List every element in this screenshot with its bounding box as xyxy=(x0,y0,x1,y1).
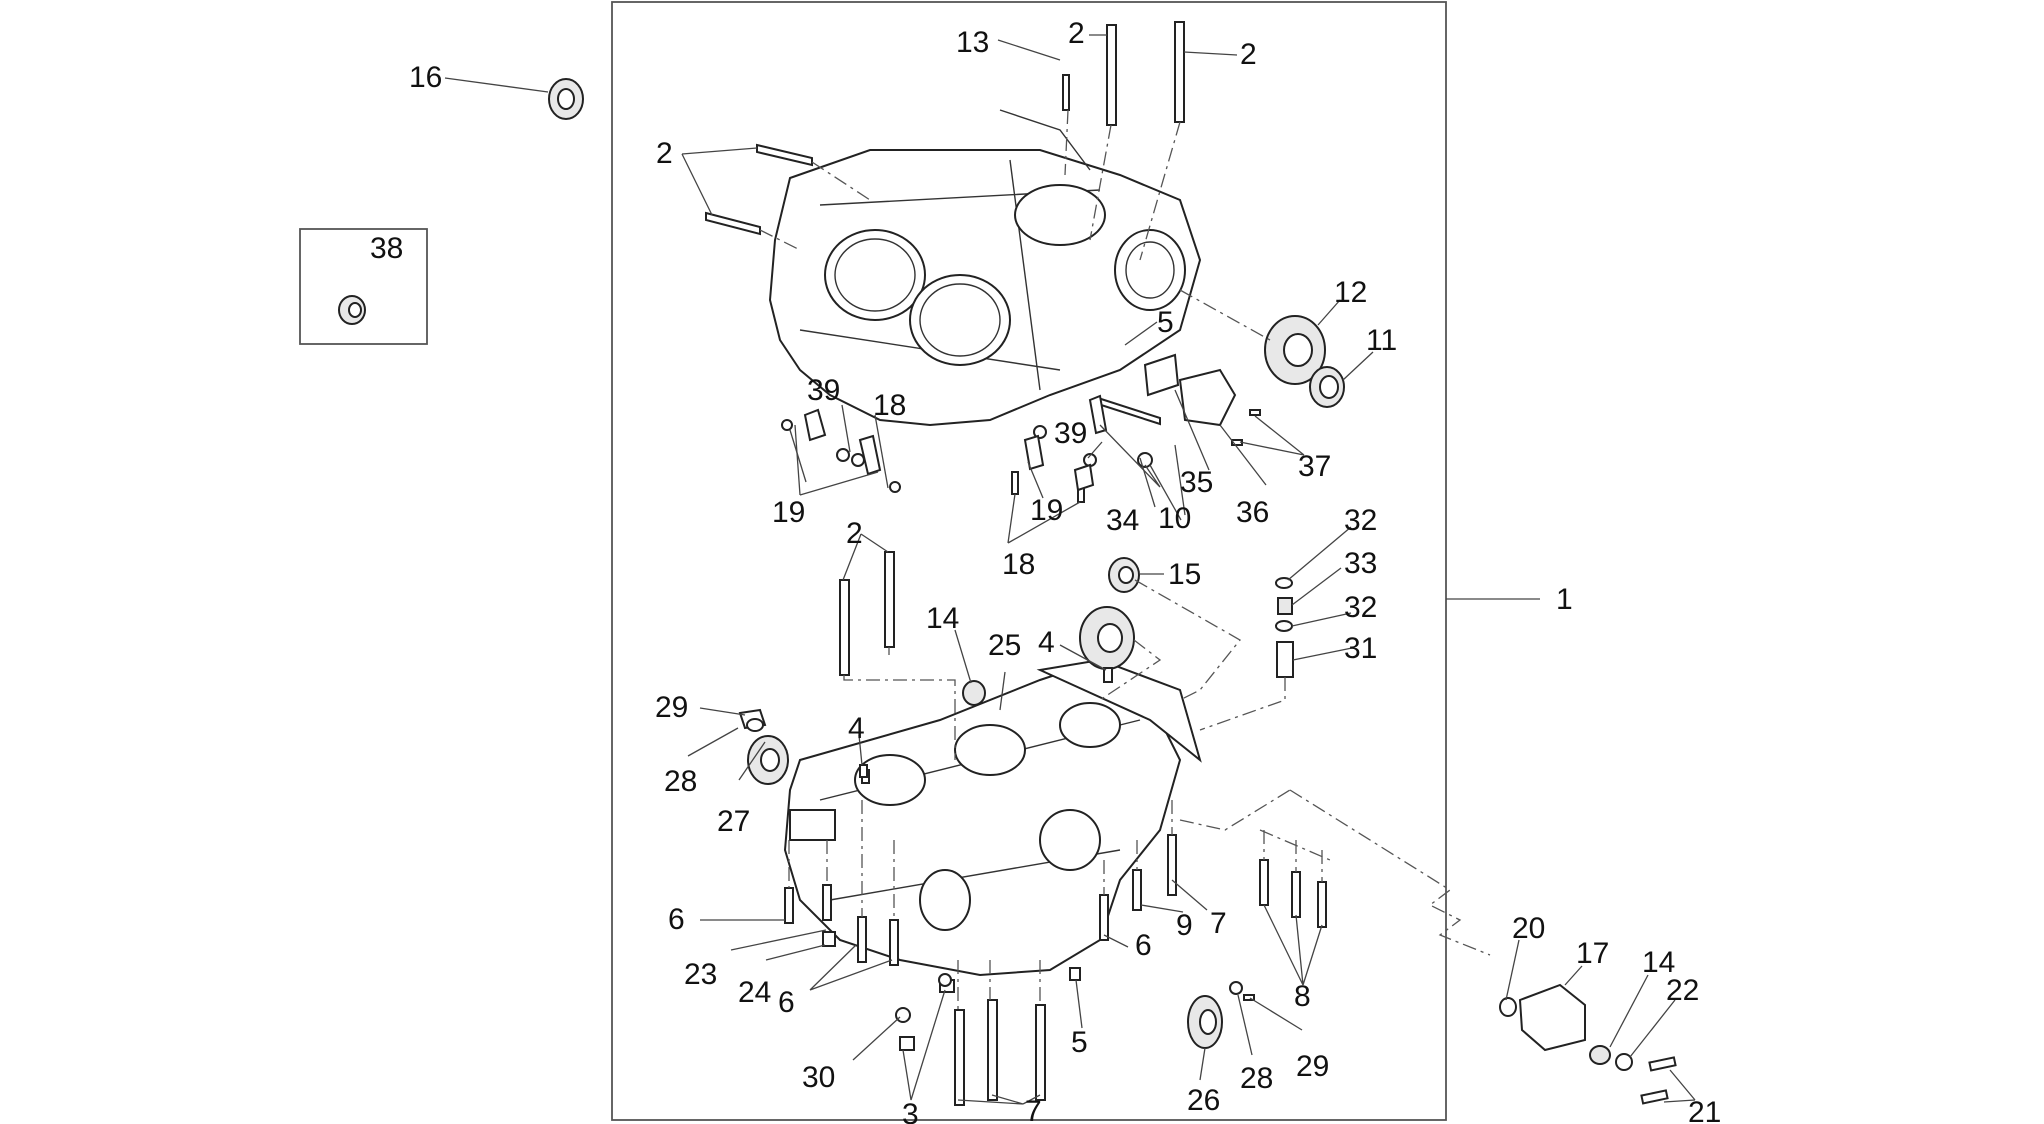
label-22: 22 xyxy=(1666,974,1699,1007)
label-18-bottom: 18 xyxy=(1002,548,1035,581)
label-37: 37 xyxy=(1298,450,1331,483)
label-29-right: 29 xyxy=(1296,1050,1329,1083)
label-31: 31 xyxy=(1344,632,1377,665)
upper-crankcase xyxy=(768,109,1202,427)
pin-13 xyxy=(1062,74,1070,111)
label-36: 36 xyxy=(1236,496,1269,529)
label-26: 26 xyxy=(1187,1084,1220,1117)
label-13: 13 xyxy=(956,26,989,59)
label-8: 8 xyxy=(1294,980,1311,1013)
cover-17 xyxy=(1518,983,1586,1052)
label-10: 10 xyxy=(1158,502,1191,535)
label-2-lower: 2 xyxy=(846,517,863,550)
label-34: 34 xyxy=(1106,504,1139,537)
label-23: 23 xyxy=(684,958,717,991)
label-32-bottom: 32 xyxy=(1344,591,1377,624)
inset-frame xyxy=(299,228,428,345)
label-35: 35 xyxy=(1180,466,1213,499)
label-4-left: 4 xyxy=(848,712,865,745)
label-18-top: 18 xyxy=(873,389,906,422)
label-3: 3 xyxy=(902,1098,919,1124)
label-5-upper: 5 xyxy=(1157,306,1174,339)
label-2-left: 2 xyxy=(656,137,673,170)
label-1: 1 xyxy=(1556,583,1573,616)
gasket-35 xyxy=(1143,353,1180,397)
label-2-top-b: 2 xyxy=(1240,38,1257,71)
label-16: 16 xyxy=(409,61,442,94)
label-7-bottom: 7 xyxy=(1025,1095,1042,1124)
label-12: 12 xyxy=(1334,276,1367,309)
label-6-right: 6 xyxy=(1135,929,1152,962)
label-38: 38 xyxy=(370,232,403,265)
label-24: 24 xyxy=(738,976,771,1009)
spacer-33 xyxy=(1277,597,1293,615)
label-6-left: 6 xyxy=(668,903,685,936)
label-4-right: 4 xyxy=(1038,626,1055,659)
label-20: 20 xyxy=(1512,912,1545,945)
label-14-left: 14 xyxy=(926,602,959,635)
stud-2-a xyxy=(1106,24,1117,126)
label-9: 9 xyxy=(1176,909,1193,942)
label-19-mid: 19 xyxy=(1030,494,1063,527)
label-15: 15 xyxy=(1168,558,1201,591)
label-28-right: 28 xyxy=(1240,1062,1273,1095)
assembly-frame xyxy=(611,1,1447,1121)
label-7-right: 7 xyxy=(1210,907,1227,940)
lower-crankcase xyxy=(783,658,1202,977)
label-11: 11 xyxy=(1366,324,1397,357)
label-17: 17 xyxy=(1576,937,1609,970)
label-39-mid: 39 xyxy=(1054,417,1087,450)
label-29-left: 29 xyxy=(655,691,688,724)
label-25: 25 xyxy=(988,629,1021,662)
label-39-left: 39 xyxy=(807,374,840,407)
bushing-14 xyxy=(962,680,986,706)
label-19-left: 19 xyxy=(772,496,805,529)
leader-lines xyxy=(444,34,1696,1105)
label-27: 27 xyxy=(717,805,750,838)
label-30: 30 xyxy=(802,1061,835,1094)
cover-36 xyxy=(1178,368,1237,427)
stud-2-b xyxy=(1174,21,1185,123)
label-5-lower: 5 xyxy=(1071,1026,1088,1059)
label-33: 33 xyxy=(1344,547,1377,580)
label-28-left: 28 xyxy=(664,765,697,798)
label-21: 21 xyxy=(1688,1096,1721,1124)
label-32-top: 32 xyxy=(1344,504,1377,537)
label-14-right: 14 xyxy=(1642,946,1675,979)
label-6-bottom: 6 xyxy=(778,986,795,1019)
bush-31 xyxy=(1276,641,1294,678)
label-2-top-a: 2 xyxy=(1068,17,1085,50)
